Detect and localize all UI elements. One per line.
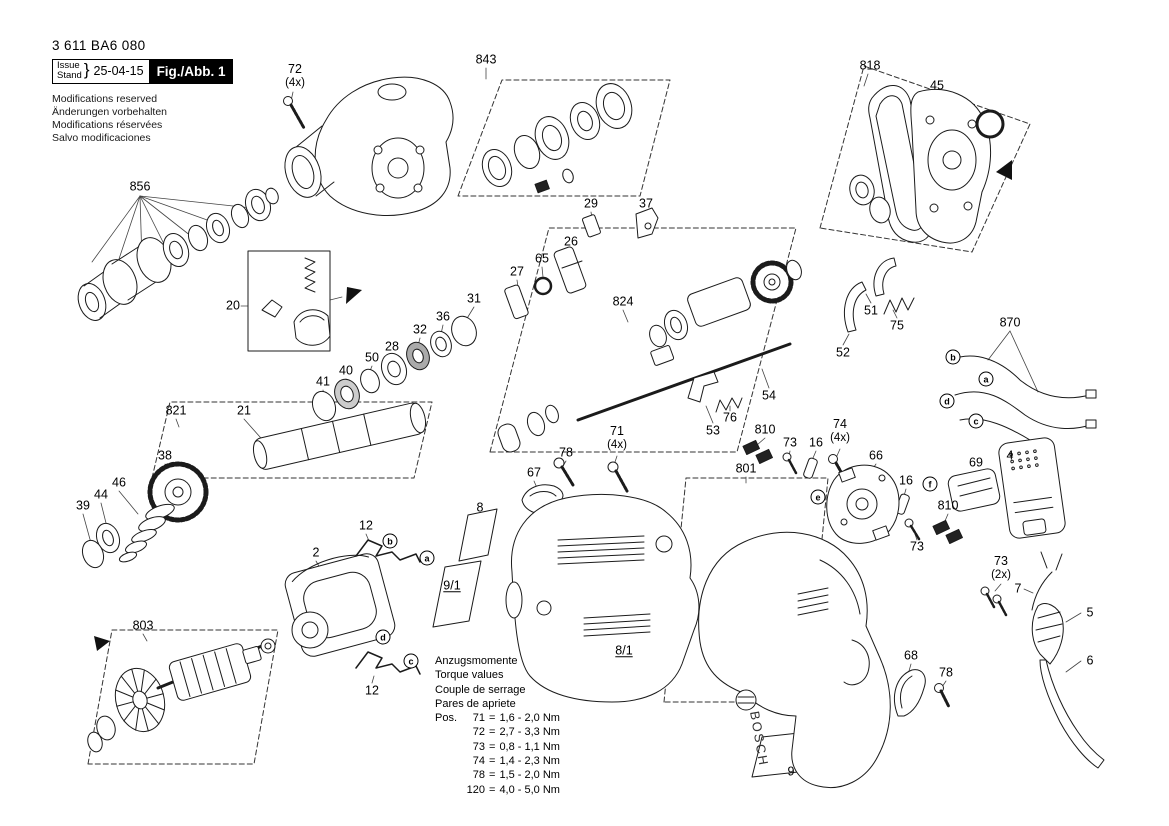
armature-803 <box>87 638 276 753</box>
washer-row <box>311 315 477 422</box>
drawing-header: 3 611 BA6 080 Issue Stand } 25-04-15 Fig… <box>52 38 233 145</box>
stator-2 <box>284 539 421 675</box>
chuck-assembly <box>77 187 279 321</box>
group-boxes <box>87 65 1031 765</box>
brace-glyph: } <box>83 60 90 80</box>
clips-springs <box>687 257 915 413</box>
issue-stand-box: Issue Stand } 25-04-15 <box>52 59 150 84</box>
seal-set-843 <box>481 83 633 194</box>
torque-row-72: 72=2,7 - 3,3 Nm <box>472 726 560 739</box>
direction-arrows <box>94 160 1012 651</box>
gear-and-spring <box>81 461 209 569</box>
issue-stand-labels: Issue Stand <box>57 60 82 82</box>
torque-row-78: 78=1,5 - 2,0 Nm <box>472 769 560 782</box>
torque-row-74: 74=1,4 - 2,3 Nm <box>472 755 560 768</box>
spindle-group-824 <box>497 259 802 453</box>
issue-label: Issue <box>57 60 80 71</box>
torque-title-es: Pares de apriete <box>435 697 516 710</box>
inner-housing <box>505 493 700 703</box>
brush-plate-66 <box>826 464 900 544</box>
screws <box>553 452 1008 709</box>
outer-housing <box>698 531 891 788</box>
modifications-line-de: Änderungen vorbehalten <box>52 106 168 118</box>
modifications-line-fr: Modifications réservées <box>52 119 163 132</box>
torque-title-en: Torque values <box>435 669 504 682</box>
hammer-tube-21 <box>252 402 427 470</box>
screw-72 <box>283 96 306 130</box>
torque-row-71: Pos.71=1,6 - 2,0 Nm <box>435 712 560 725</box>
torque-row-120: 120=4,0 - 5,0 Nm <box>466 783 560 796</box>
part-number: 3 611 BA6 080 <box>52 38 146 53</box>
modifications-line-es: Salvo modificaciones <box>52 132 151 145</box>
torque-row-73: 73=0,8 - 1,1 Nm <box>472 740 560 753</box>
figure-label: Fig./Abb. 1 <box>149 59 233 84</box>
connectors-and-pins <box>742 439 963 544</box>
torque-title-fr: Couple de serrage <box>435 683 526 696</box>
bosch-logo-text: BOSCH <box>747 710 772 768</box>
figure-title-row: Issue Stand } 25-04-15 Fig./Abb. 1 <box>52 59 233 84</box>
small-cylinders <box>504 207 659 320</box>
stand-label: Stand <box>57 70 82 82</box>
housing-cover-818 <box>849 85 1005 244</box>
module-parts <box>947 437 1066 539</box>
torque-table: Anzugsmomente Torque values Couple de se… <box>435 654 560 797</box>
cord-parts <box>894 551 1105 769</box>
gear-housing <box>284 76 454 216</box>
detail-box-20 <box>247 250 331 352</box>
modifications-note: Modifications reserved Änderungen vorbeh… <box>52 93 233 146</box>
torque-title-de: Anzugsmomente <box>435 655 518 667</box>
wiring-harness-870 <box>949 355 1097 441</box>
modifications-line-en: Modifications reserved <box>52 92 158 105</box>
issue-date: 25-04-15 <box>93 64 144 79</box>
